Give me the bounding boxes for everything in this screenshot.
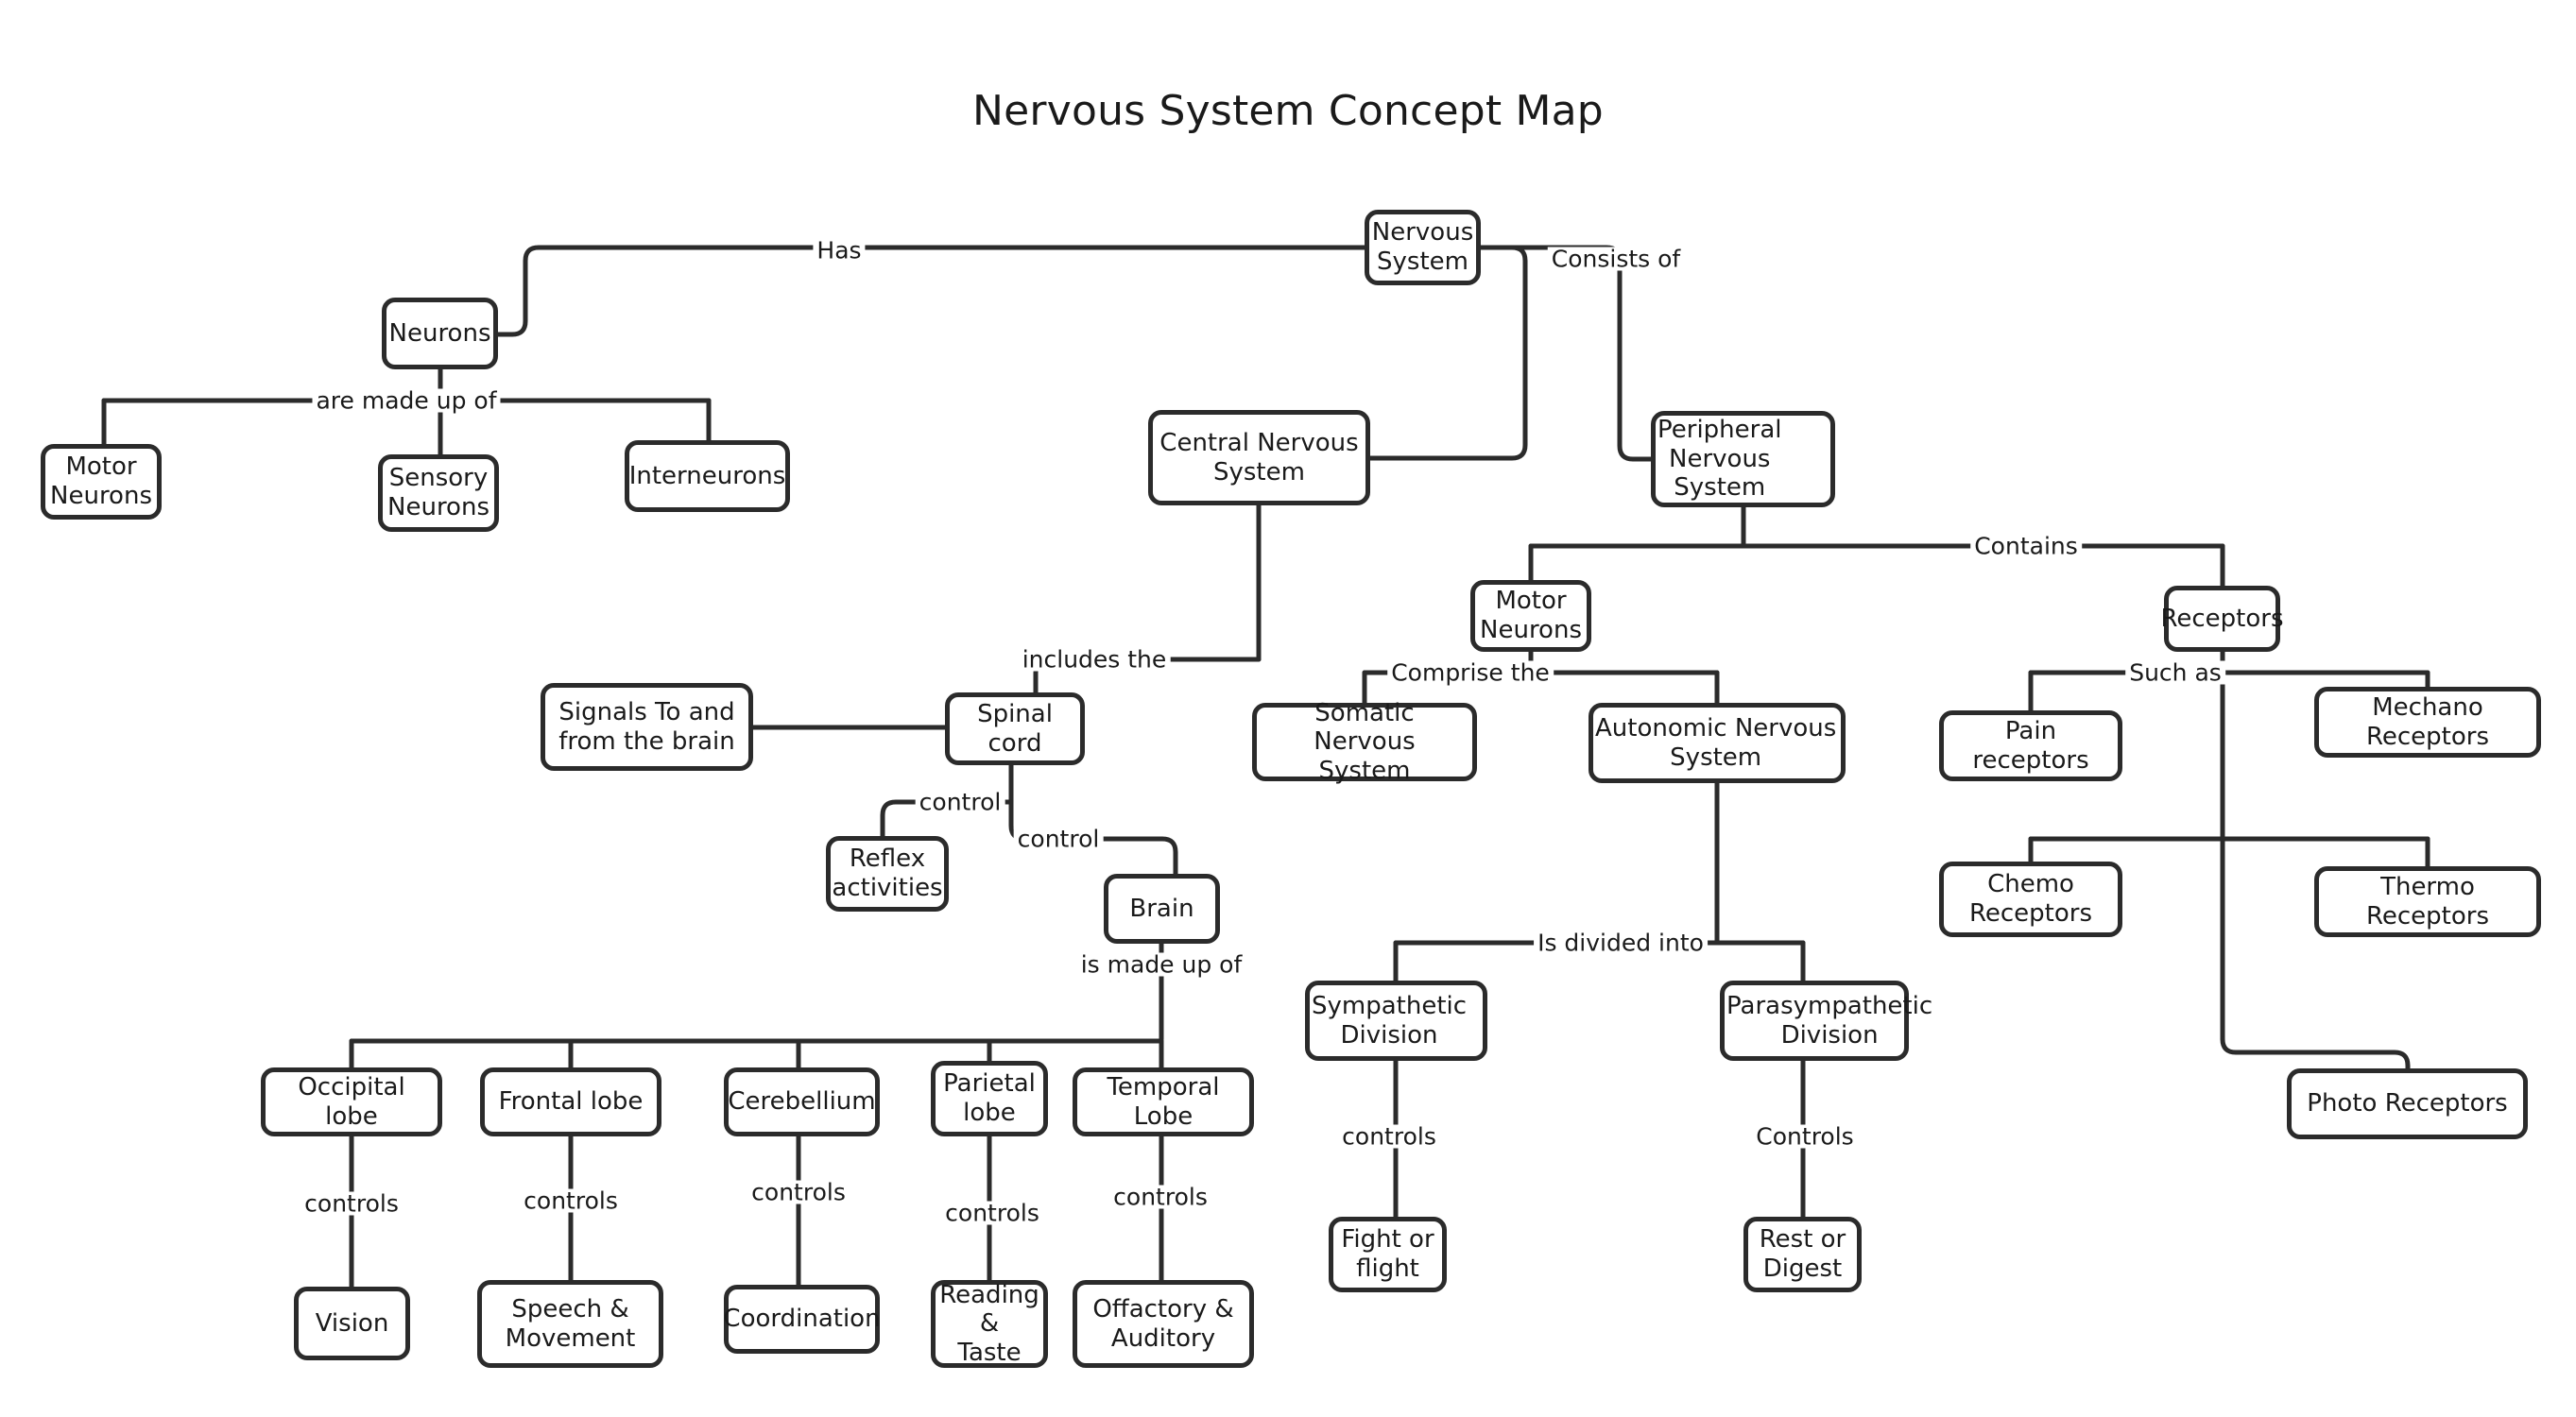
node-chemo-receptors[interactable]: Chemo Receptors bbox=[1939, 862, 2122, 937]
edge-label-contains: Contains bbox=[1970, 534, 2082, 558]
node-sympathetic-division[interactable]: Sympathetic Division bbox=[1305, 981, 1487, 1061]
node-brain[interactable]: Brain bbox=[1104, 874, 1220, 944]
node-interneurons[interactable]: Interneurons bbox=[625, 440, 790, 512]
node-label: Pain receptors bbox=[1972, 716, 2089, 775]
edge-label-controls-parasympathetic: Controls bbox=[1752, 1124, 1858, 1149]
node-label: Occipital lobe bbox=[298, 1072, 405, 1131]
node-label: Spinal cord bbox=[977, 699, 1053, 758]
node-label: Interneurons bbox=[628, 461, 786, 490]
node-label: Offactory & Auditory bbox=[1092, 1294, 1234, 1353]
node-label: Brain bbox=[1129, 894, 1194, 923]
edge-spinal-to-reflex bbox=[880, 799, 1014, 839]
node-label: Sensory Neurons bbox=[387, 464, 489, 521]
edge-label-control-reflex: control bbox=[915, 790, 1005, 814]
edge-ns-to-neurons bbox=[495, 245, 1367, 337]
node-reflex-activities[interactable]: Reflex activities bbox=[826, 836, 949, 912]
node-label: Signals To and from the brain bbox=[558, 697, 735, 756]
edge-label-controls-sympathetic: controls bbox=[1338, 1124, 1440, 1149]
node-central-nervous-system[interactable]: Central Nervous System bbox=[1148, 410, 1370, 505]
node-label: Rest or Digest bbox=[1759, 1225, 1846, 1283]
node-vision[interactable]: Vision bbox=[294, 1287, 410, 1360]
edge-label-controls-cerebellium: controls bbox=[747, 1180, 850, 1204]
node-label: Somatic Nervous System bbox=[1314, 698, 1416, 785]
edge-receptors-to-photo bbox=[2220, 1036, 2411, 1071]
node-label: Nervous System bbox=[1371, 218, 1474, 276]
node-label: Mechano Receptors bbox=[2365, 692, 2490, 751]
node-label: Central Nervous System bbox=[1159, 428, 1359, 487]
edge-ns-to-pns bbox=[1478, 245, 1654, 462]
node-motor-neurons-right[interactable]: Motor Neurons bbox=[1470, 580, 1591, 652]
page-title: Nervous System Concept Map bbox=[972, 87, 1604, 135]
edge-label-controls-occipital: controls bbox=[301, 1191, 403, 1216]
node-spinal-cord[interactable]: Spinal cord bbox=[945, 692, 1085, 765]
node-label: Cerebellium bbox=[728, 1087, 876, 1117]
edge-label-consists-of: Consists of bbox=[1547, 247, 1685, 271]
edge-label-are-made-up-of: are made up of bbox=[312, 388, 501, 413]
node-label: Receptors bbox=[2160, 604, 2284, 633]
node-label: Temporal Lobe bbox=[1107, 1072, 1220, 1131]
node-rest-or-digest[interactable]: Rest or Digest bbox=[1743, 1217, 1862, 1292]
node-nervous-system[interactable]: Nervous System bbox=[1365, 210, 1481, 285]
edge-label-controls-temporal: controls bbox=[1109, 1185, 1211, 1209]
node-reading-taste[interactable]: Reading & Taste bbox=[931, 1280, 1048, 1368]
node-label: Parietal lobe bbox=[943, 1069, 1036, 1127]
node-sensory-neurons[interactable]: Sensory Neurons bbox=[378, 454, 499, 532]
node-label: Coordination bbox=[723, 1305, 881, 1334]
edge-label-controls-frontal: controls bbox=[520, 1188, 622, 1213]
node-somatic-nervous-system[interactable]: Somatic Nervous System bbox=[1252, 699, 1477, 785]
node-offactory-auditory[interactable]: Offactory & Auditory bbox=[1073, 1280, 1254, 1368]
node-frontal-lobe[interactable]: Frontal lobe bbox=[480, 1067, 661, 1136]
edge-label-includes-the: includes the bbox=[1018, 647, 1171, 672]
node-mechano-receptors[interactable]: Mechano Receptors bbox=[2314, 687, 2541, 758]
edge-label-such-as: Such as bbox=[2125, 660, 2225, 685]
edge-label-control-brain: control bbox=[1013, 827, 1104, 851]
edge-label-has: Has bbox=[813, 238, 866, 263]
node-parasympathetic-division[interactable]: Parasympathetic Division bbox=[1720, 981, 1932, 1061]
edge-receptors-bus-top bbox=[2028, 670, 2430, 690]
node-label: Fight or flight bbox=[1341, 1225, 1434, 1283]
node-label: Reflex activities bbox=[832, 845, 943, 902]
node-parietal-lobe[interactable]: Parietal lobe bbox=[931, 1061, 1048, 1136]
edge-label-comprise-the: Comprise the bbox=[1387, 660, 1554, 685]
node-signals-to-from-brain[interactable]: Signals To and from the brain bbox=[541, 683, 753, 771]
node-label: Motor Neurons bbox=[1480, 587, 1582, 644]
node-label: Motor Neurons bbox=[50, 452, 152, 510]
node-motor-neurons-left[interactable]: Motor Neurons bbox=[41, 444, 162, 520]
node-fight-or-flight[interactable]: Fight or flight bbox=[1329, 1217, 1447, 1292]
edge-pns-bus bbox=[1528, 543, 2225, 562]
node-thermo-receptors[interactable]: Thermo Receptors bbox=[2314, 866, 2541, 937]
node-neurons[interactable]: Neurons bbox=[382, 298, 498, 369]
edge-label-is-made-up-of: is made up of bbox=[1076, 952, 1246, 977]
node-occipital-lobe[interactable]: Occipital lobe bbox=[261, 1067, 442, 1136]
node-label: Speech & Movement bbox=[505, 1294, 636, 1353]
node-label: Photo Receptors bbox=[2307, 1089, 2508, 1118]
node-photo-receptors[interactable]: Photo Receptors bbox=[2287, 1068, 2528, 1139]
edge-label-is-divided-into: Is divided into bbox=[1534, 930, 1708, 955]
node-temporal-lobe[interactable]: Temporal Lobe bbox=[1073, 1067, 1254, 1136]
node-label: Reading & Taste bbox=[939, 1280, 1039, 1367]
node-autonomic-nervous-system[interactable]: Autonomic Nervous System bbox=[1589, 703, 1846, 783]
node-label: Neurons bbox=[388, 318, 491, 348]
node-label: Autonomic Nervous System bbox=[1595, 713, 1837, 772]
node-cerebellium[interactable]: Cerebellium bbox=[724, 1067, 880, 1136]
node-label: Vision bbox=[315, 1308, 389, 1338]
node-peripheral-nervous-system[interactable]: Peripheral Nervous System bbox=[1651, 411, 1835, 507]
node-label: Thermo Receptors bbox=[2365, 872, 2490, 930]
node-label: Parasympathetic Division bbox=[1726, 991, 1933, 1050]
node-label: Chemo Receptors bbox=[1968, 870, 2093, 928]
node-label: Frontal lobe bbox=[498, 1087, 644, 1117]
node-pain-receptors[interactable]: Pain receptors bbox=[1939, 710, 2122, 781]
node-speech-movement[interactable]: Speech & Movement bbox=[477, 1280, 663, 1368]
node-coordination[interactable]: Coordination bbox=[723, 1285, 881, 1354]
node-receptors[interactable]: Receptors bbox=[2160, 586, 2284, 652]
edge-brain-bus bbox=[349, 1038, 1164, 1057]
node-label: Peripheral Nervous System bbox=[1657, 416, 1782, 503]
node-label: Sympathetic Division bbox=[1312, 991, 1468, 1050]
edge-label-controls-parietal: controls bbox=[941, 1201, 1043, 1225]
